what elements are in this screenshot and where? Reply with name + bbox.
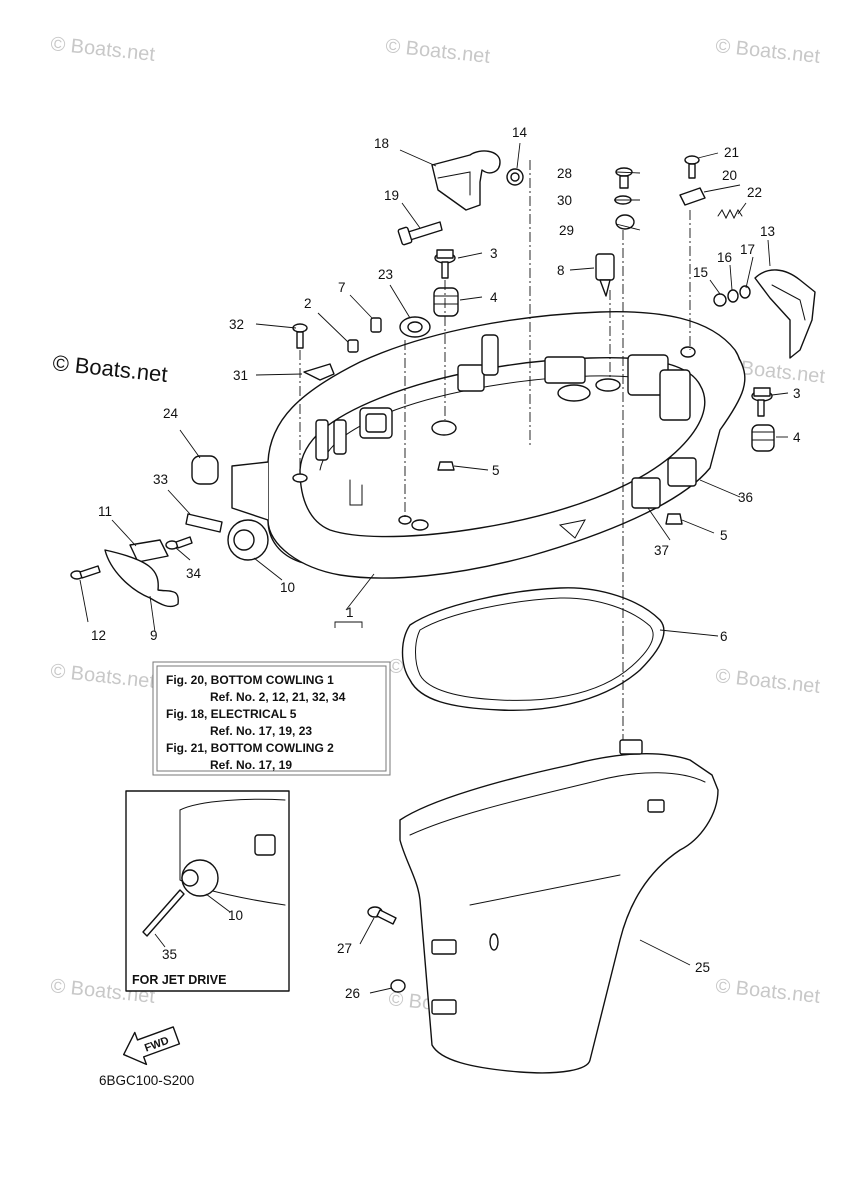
callout-numbers: 1 2 3 3 4 4 5 5 6 7 8 9 10 10 11 12 13 1… xyxy=(91,125,801,1001)
lower-casing-illustration xyxy=(367,739,719,1074)
callout-label: 37 xyxy=(654,543,669,558)
callout-label: 4 xyxy=(793,430,801,445)
callout-label: 29 xyxy=(559,223,574,238)
callout-label: 3 xyxy=(490,246,498,261)
watermark-text: © Boats.net xyxy=(714,35,821,68)
fwd-arrow-icon: FWD xyxy=(122,1026,181,1066)
small-parts-illustration xyxy=(70,150,816,711)
note-line: Fig. 21, BOTTOM COWLING 2 xyxy=(166,741,334,755)
callout-label: 10 xyxy=(280,580,295,595)
callout-label: 12 xyxy=(91,628,106,643)
callout-label: 26 xyxy=(345,986,360,1001)
callout-label: 4 xyxy=(490,290,498,305)
callout-label: 32 xyxy=(229,317,244,332)
callout-label: 14 xyxy=(512,125,528,140)
callout-label: 28 xyxy=(557,166,572,181)
callout-label: 21 xyxy=(724,145,739,160)
callout-label: 19 xyxy=(384,188,399,203)
drawing-number: 6BGC100-S200 xyxy=(99,1073,194,1088)
watermark-primary: © Boats.net xyxy=(51,350,168,387)
callout-label: 16 xyxy=(717,250,732,265)
callout-label: 5 xyxy=(720,528,728,543)
jet-drive-inset: FOR JET DRIVE xyxy=(125,790,290,992)
callout-label: 10 xyxy=(228,908,243,923)
callout-label: 7 xyxy=(338,280,346,295)
callout-label: 6 xyxy=(720,629,728,644)
callout-label: 20 xyxy=(722,168,737,183)
note-line: Ref. No. 17, 19 xyxy=(210,758,292,772)
callout-label: 23 xyxy=(378,267,393,282)
callout-label: 8 xyxy=(557,263,565,278)
callout-label: 30 xyxy=(557,193,572,208)
callout-label: 18 xyxy=(374,136,389,151)
callout-label: 22 xyxy=(747,185,762,200)
callout-label: 25 xyxy=(695,960,710,975)
callout-label: 2 xyxy=(304,296,312,311)
watermark-text: © Boats.net xyxy=(714,975,821,1008)
bottom-cowling-tray-illustration xyxy=(231,311,746,579)
reference-note-box: Fig. 20, BOTTOM COWLING 1 Ref. No. 2, 12… xyxy=(152,621,391,776)
watermark-text: © Boats.net xyxy=(49,33,156,66)
callout-label: 33 xyxy=(153,472,168,487)
leader-lines xyxy=(79,142,789,994)
callout-label: 5 xyxy=(492,463,500,478)
watermark-text: © Boats.net xyxy=(714,665,821,698)
callout-label: 35 xyxy=(162,947,177,962)
inset-label: FOR JET DRIVE xyxy=(132,973,226,987)
callout-label: 13 xyxy=(760,224,775,239)
note-box-frame xyxy=(152,661,391,776)
watermark-text: © Boats.net xyxy=(49,660,156,693)
note-line: Ref. No. 2, 12, 21, 32, 34 xyxy=(210,690,346,704)
callout-label: 31 xyxy=(233,368,248,383)
callout-label: 36 xyxy=(738,490,753,505)
note-line: Ref. No. 17, 19, 23 xyxy=(210,724,312,738)
note-line: Fig. 20, BOTTOM COWLING 1 xyxy=(166,673,334,687)
callout-label: 24 xyxy=(163,406,179,421)
callout-label: 27 xyxy=(337,941,352,956)
callout-label: 34 xyxy=(186,566,202,581)
callout-label: 1 xyxy=(346,605,354,620)
callout-label: 3 xyxy=(793,386,801,401)
watermark-text: © Boats.net xyxy=(384,35,491,68)
callout-label: 17 xyxy=(740,242,755,257)
callout-label: 15 xyxy=(693,265,708,280)
callout-label: 9 xyxy=(150,628,158,643)
note-line: Fig. 18, ELECTRICAL 5 xyxy=(166,707,297,721)
callout-label: 11 xyxy=(98,504,112,519)
